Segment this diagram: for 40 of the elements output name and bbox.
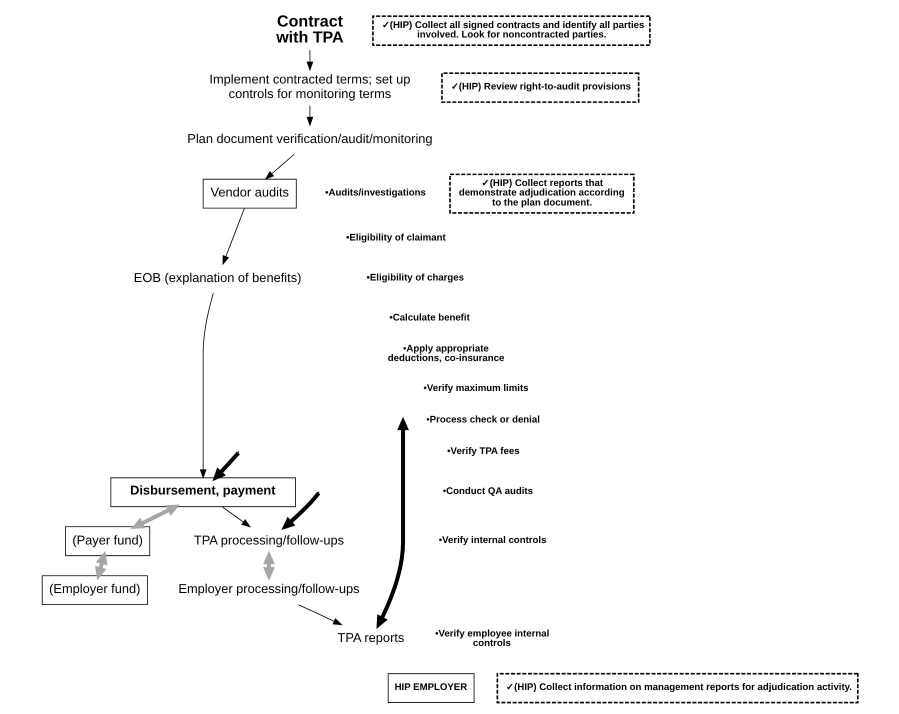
node-text: TPA processing/follow-ups <box>193 532 344 548</box>
node-box: HIP EMPLOYER <box>387 673 474 703</box>
node-box: ✓(HIP) Collect all signed contracts and identify all parties involved. Look for noncontracted parties. <box>372 15 650 46</box>
label: •Calculate benefit <box>388 312 470 324</box>
node-box: ✓(HIP) Collect information on management reports for adjudication activity. <box>496 672 858 704</box>
label: •Eligibility of charges <box>366 272 464 284</box>
label: •Verify TPA fees <box>446 446 520 457</box>
label: •Apply appropriate deductions, co-insurance <box>387 343 504 364</box>
label: •Verify maximum limits <box>423 383 528 394</box>
arrow <box>199 292 214 480</box>
node-text: Plan document verification/audit/monitoring <box>186 130 432 146</box>
label: •Eligibility of claimant <box>346 232 446 244</box>
arrow <box>306 50 313 72</box>
arrow <box>221 506 250 528</box>
arrow <box>94 550 107 580</box>
arrow <box>280 492 320 530</box>
node-box: Vendor audits <box>202 178 296 208</box>
node-box: (Payer fund) <box>64 526 150 556</box>
node-box: ✓(HIP) Review right-to-audit provisions <box>440 72 639 103</box>
arrow <box>264 154 294 180</box>
label: •Process check or denial <box>426 414 540 426</box>
arrow <box>130 504 180 529</box>
node-box: Disbursement, payment <box>110 477 296 508</box>
arrow <box>212 452 240 482</box>
node-box: (Employer fund) <box>41 575 148 606</box>
label: •Audits/investigations <box>324 187 426 198</box>
arrow <box>298 604 342 626</box>
label: •Verify internal controls <box>438 534 546 546</box>
label: •Conduct QA audits <box>442 486 532 497</box>
arrow <box>262 550 274 581</box>
node-text: EOB (explanation of benefits) <box>133 270 301 285</box>
node-text: Employer processing/follow-ups <box>178 581 360 596</box>
arrow <box>306 105 313 127</box>
arrow <box>376 416 408 629</box>
node-box: ✓(HIP) Collect reports that demonstrate adjudication according to the plan document. <box>448 174 634 214</box>
node-text: Implement contracted terms; set up controls for monitoring terms <box>208 72 410 101</box>
label: •Verify employee internal controls <box>434 628 549 650</box>
arrow <box>222 208 244 266</box>
node-text: Contract with TPA <box>276 12 344 47</box>
node-text: TPA reports <box>337 630 404 646</box>
